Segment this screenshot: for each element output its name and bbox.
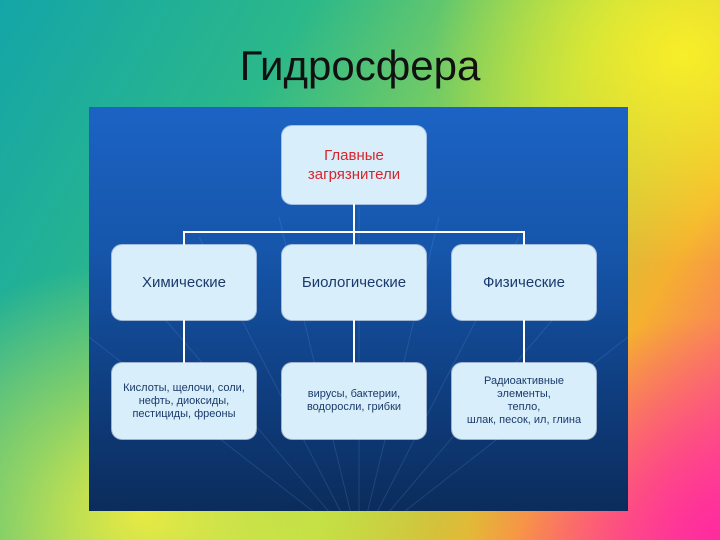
leaf-node-chemical: Кислоты, щелочи, соли, нефть, диоксиды, … xyxy=(112,363,256,439)
leaf-item: элементы, xyxy=(497,388,551,400)
category-label: Химические xyxy=(141,274,227,291)
leaf-item: пестициды, фреоны xyxy=(132,407,236,420)
leaf-item: Радиоактивные xyxy=(484,375,564,387)
leaf-item: Кислоты, щелочи, соли, xyxy=(123,381,245,394)
leaf-item: нефть, диоксиды, xyxy=(138,394,230,407)
root-node: Главные загрязнители xyxy=(282,126,426,204)
connector-physical-leaf xyxy=(523,320,525,363)
category-node-biological: Биологические xyxy=(282,245,426,320)
leaf-node-physical: Радиоактивные элементы, тепло, шлак, пес… xyxy=(452,363,596,439)
leaf-item: шлак, песок, ил, глина xyxy=(466,414,582,426)
leaf-item: тепло, xyxy=(507,401,541,413)
connector-biological-leaf xyxy=(353,320,355,363)
root-node-line1: Главные xyxy=(324,147,384,164)
connector-to-biological xyxy=(353,231,355,245)
leaf-item: вирусы, бактерии, xyxy=(307,388,401,400)
slide-title: Гидросфера xyxy=(239,42,481,89)
connector-to-physical xyxy=(523,231,525,245)
connector-to-chemical xyxy=(183,231,185,245)
leaf-node-biological: вирусы, бактерии, водоросли, грибки xyxy=(282,363,426,439)
root-node-line2: загрязнители xyxy=(307,166,401,183)
hierarchy-diagram: Главные загрязнители Химические Биологич… xyxy=(89,107,628,511)
category-node-physical: Физические xyxy=(452,245,596,320)
category-label: Биологические xyxy=(301,274,407,291)
connector-root-down xyxy=(353,204,355,231)
category-node-chemical: Химические xyxy=(112,245,256,320)
leaf-item: водоросли, грибки xyxy=(306,401,402,413)
category-label: Физические xyxy=(483,274,565,291)
connector-chemical-leaf xyxy=(183,320,185,363)
